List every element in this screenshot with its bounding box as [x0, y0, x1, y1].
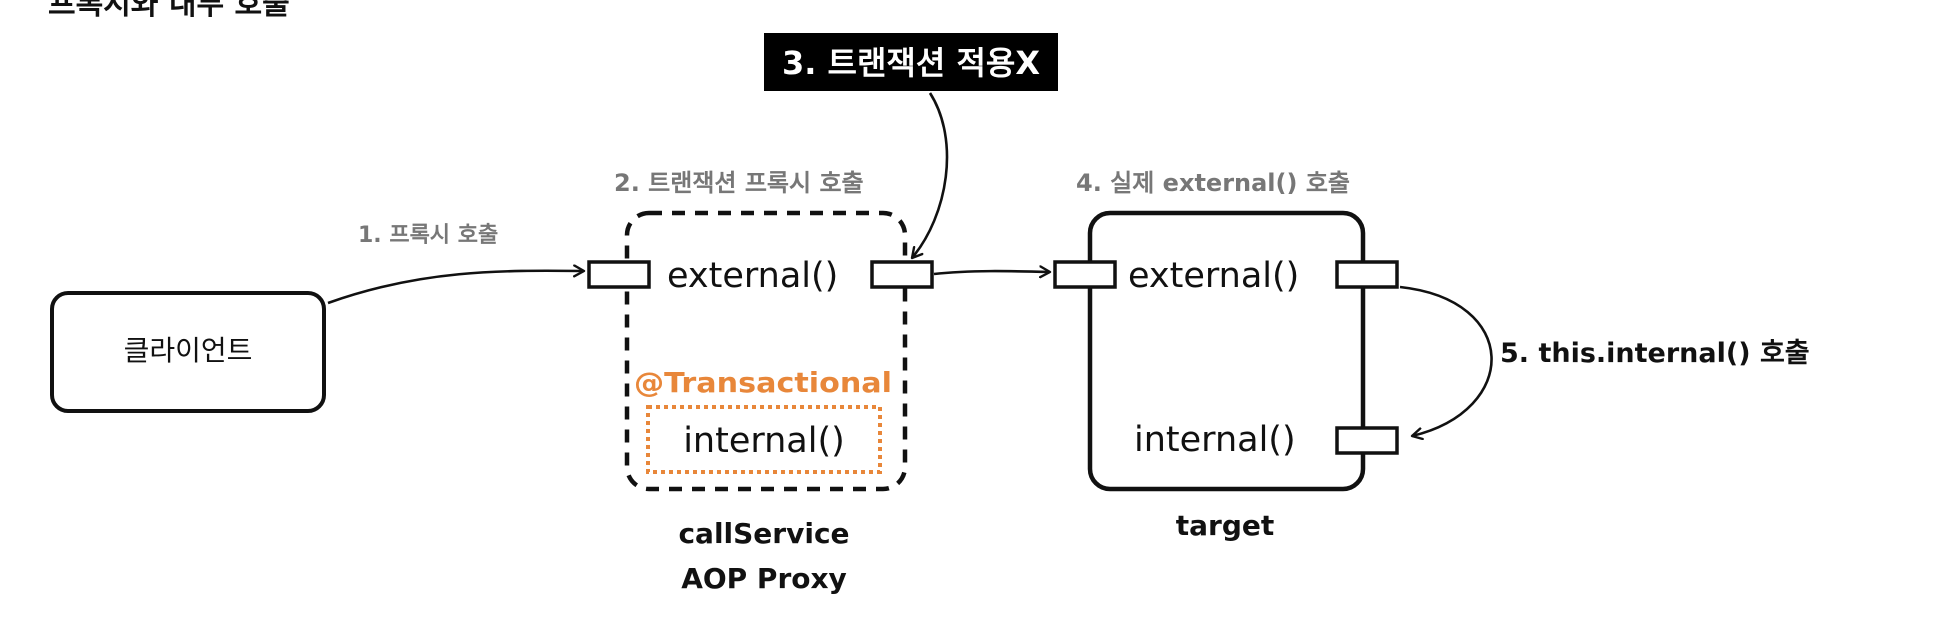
proxy-internal-label: internal() [683, 421, 845, 461]
target-external-label: external() [1128, 256, 1299, 296]
proxy-box [624, 210, 908, 492]
proxy-external-in-port [587, 260, 651, 289]
target-internal-label: internal() [1134, 420, 1296, 460]
client-box: 클라이언트 [50, 291, 326, 413]
proxy-internal-box [646, 405, 882, 474]
diagram-title: 프록시와 내부 호출 [48, 0, 290, 22]
arrow-client-to-proxy [327, 271, 584, 305]
target-external-out-port [1335, 260, 1399, 289]
target-box [1087, 210, 1366, 492]
arrow-external-to-internal [1399, 285, 1493, 436]
target-external-in-port [1053, 260, 1117, 289]
proxy-caption-line1: callService [678, 517, 849, 550]
arrow-proxy-to-target [933, 271, 1050, 274]
target-internal-port [1335, 426, 1399, 455]
proxy-caption-line2: AOP Proxy [681, 562, 847, 595]
step-3-badge: 3. 트랜잭션 적용X [764, 33, 1058, 91]
step-4-label: 4. 실제 external() 호출 [1076, 169, 1350, 197]
transactional-annotation: @Transactional [634, 366, 892, 399]
step-1-label: 1. 프록시 호출 [358, 223, 498, 248]
step-3-label: 3. 트랜잭션 적용X [782, 44, 1040, 82]
target-caption: target [1176, 509, 1275, 542]
proxy-external-out-port [870, 260, 934, 289]
step-2-label: 2. 트랜잭션 프록시 호출 [614, 169, 864, 197]
proxy-external-label: external() [667, 256, 838, 296]
arrow-badge-to-proxy [912, 92, 949, 258]
client-label: 클라이언트 [124, 334, 253, 367]
step-5-label: 5. this.internal() 호출 [1500, 338, 1810, 369]
